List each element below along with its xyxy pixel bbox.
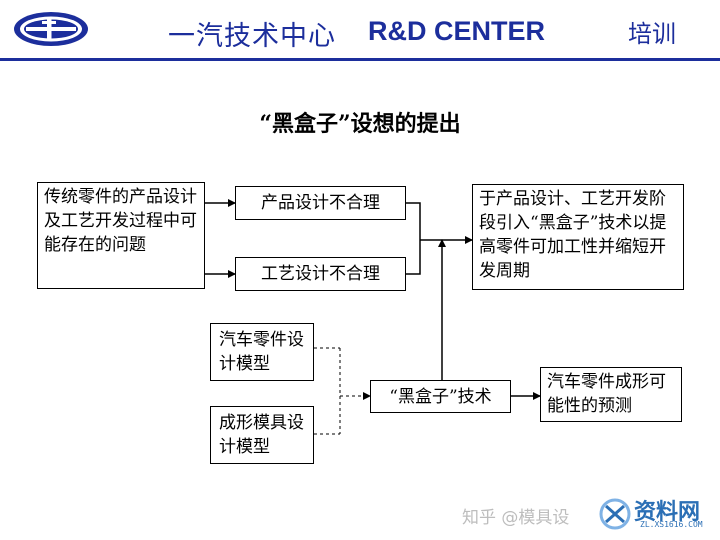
result-box: 于产品设计、工艺开发阶段引入“黑盒子”技术以提高零件可加工性并缩短开发周期	[472, 184, 684, 290]
formability-box: 汽车零件成形可能性的预测	[540, 367, 682, 422]
watermark-logo-icon	[599, 498, 631, 530]
header-rule	[0, 58, 720, 61]
header-title: 一汽技术中心	[168, 21, 336, 52]
watermark-text: 知乎 @模具设	[462, 508, 570, 528]
page-title: “黑盒子”设想的提出	[259, 111, 461, 137]
header: 一汽技术中心 R&D CENTER 培训	[0, 0, 720, 62]
process-design-box: 工艺设计不合理	[235, 257, 406, 291]
black-box-tech-box: “黑盒子”技术	[370, 380, 511, 413]
auto-part-model-box: 汽车零件设计模型	[210, 323, 314, 381]
header-tag: 培训	[628, 20, 676, 48]
watermark-brand: 资料网	[634, 500, 701, 525]
faw-logo-icon	[14, 12, 88, 46]
mold-model-box: 成形模具设计模型	[210, 406, 314, 464]
problem-box: 传统零件的产品设计及工艺开发过程中可能存在的问题	[37, 182, 205, 289]
watermark-site: ZL.XS1616.COM	[640, 520, 703, 529]
connector-product-merge	[406, 202, 421, 240]
connector-process-merge	[406, 240, 421, 275]
product-design-box: 产品设计不合理	[235, 186, 406, 220]
header-center-label: R&D CENTER	[368, 16, 546, 46]
